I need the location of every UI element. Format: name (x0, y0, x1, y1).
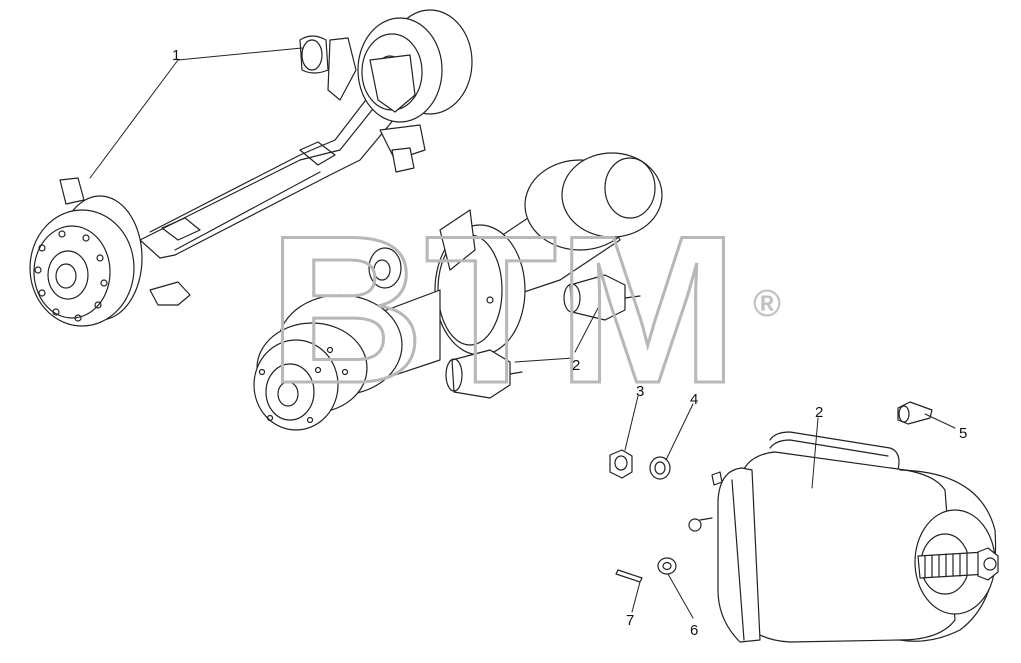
spring-washer-part-4 (649, 456, 671, 480)
callout-labels: 1 2 3 4 2 5 6 7 (172, 47, 967, 639)
callout-5: 5 (959, 425, 967, 442)
watermark: BTM ® (267, 191, 782, 429)
watermark-registered-mark: ® (753, 283, 781, 325)
leader-lines (89, 47, 956, 619)
callout-6: 6 (690, 622, 698, 639)
front-left-hub (29, 177, 191, 327)
callout-1: 1 (172, 47, 180, 64)
nut-part-3 (609, 449, 633, 479)
callout-2-detail: 2 (815, 404, 823, 421)
watermark-text: BTM (268, 192, 738, 427)
front-axle (29, 9, 473, 327)
pin-part-5 (897, 401, 933, 425)
callout-7: 7 (626, 612, 634, 629)
callout-3: 3 (636, 383, 644, 400)
cotter-pin-part-7 (615, 569, 643, 583)
brake-chamber-detail (688, 431, 999, 643)
washer-part-6 (657, 557, 677, 575)
front-right-hub (299, 9, 473, 173)
callout-2-assembly: 2 (572, 357, 580, 374)
rear-axle (253, 152, 663, 431)
callout-4: 4 (690, 391, 698, 408)
